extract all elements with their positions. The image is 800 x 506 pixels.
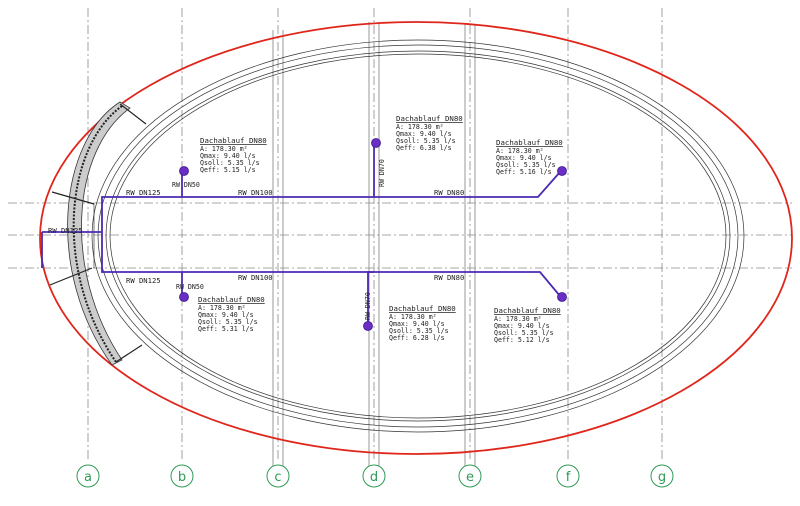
- drain-2-title: Dachablauf DN80: [396, 114, 463, 123]
- drain-4-qmax: Qmax: 9.40 l/s: [198, 311, 254, 319]
- axis-bubble-f: f: [556, 464, 580, 488]
- drain-1-area: A: 178.30 m²: [200, 145, 248, 153]
- facade-hatch-detail: [72, 105, 123, 363]
- pipe-label-upper-mid: RW DN100: [238, 188, 273, 197]
- axis-bubble-a: a: [76, 464, 100, 488]
- drain-marker-1: [179, 166, 189, 176]
- drain-info-4: Dachablauf DN80 A: 178.30 m² Qmax: 9.40 …: [198, 295, 265, 333]
- axis-label-b: b: [178, 470, 186, 485]
- axis-bubble-e: e: [458, 464, 482, 488]
- drain-2-qmax: Qmax: 9.40 l/s: [396, 130, 452, 138]
- drain-5-qsoll: Qsoll: 5.35 l/s: [389, 327, 449, 335]
- lower-main-pipe: [101, 232, 561, 297]
- axis-label-a: a: [84, 470, 92, 485]
- drain-4-qsoll: Qsoll: 5.35 l/s: [198, 318, 258, 326]
- pipe-label-lower-mid: RW DN100: [238, 273, 273, 282]
- drain-1-title: Dachablauf DN80: [200, 136, 267, 145]
- drain-marker-6: [557, 292, 567, 302]
- drain-marker-2: [371, 138, 381, 148]
- drain-6-area: A: 178.30 m²: [494, 315, 542, 323]
- drain-4-qeff: Qeff: 5.31 l/s: [198, 325, 254, 333]
- facade-hatch-band: [67, 101, 131, 366]
- pipe-label-upper-right: RW DN80: [434, 188, 464, 197]
- drain-info-6: Dachablauf DN80 A: 178.30 m² Qmax: 9.40 …: [494, 306, 561, 344]
- roof-inner-rings: [91, 39, 745, 433]
- pipe-labels: RW DN125 RW DN125 RW DN100 RW DN80 RW DN…: [48, 159, 464, 320]
- drain-4-title: Dachablauf DN80: [198, 295, 265, 304]
- drain-6-qmax: Qmax: 9.40 l/s: [494, 322, 550, 330]
- axis-bubble-c: c: [266, 464, 290, 488]
- drain-info-3: Dachablauf DN80 A: 178.30 m² Qmax: 9.40 …: [496, 138, 563, 176]
- drain-6-qsoll: Qsoll: 5.35 l/s: [494, 329, 554, 337]
- drain-5-area: A: 178.30 m²: [389, 313, 437, 321]
- drain-1-qsoll: Qsoll: 5.35 l/s: [200, 159, 260, 167]
- drain-3-area: A: 178.30 m²: [496, 147, 544, 155]
- pipe-label-upper-left: RW DN125: [126, 188, 161, 197]
- drainage-pipes: [41, 144, 561, 326]
- axis-label-c: c: [274, 470, 281, 485]
- grid-axis-bubbles: a b c d e f g: [76, 464, 674, 488]
- axis-label-f: f: [566, 470, 571, 485]
- upper-main-pipe: [101, 171, 561, 232]
- pipe-label-branch-b-top: RW DN50: [172, 181, 200, 189]
- axis-label-d: d: [370, 470, 378, 485]
- drain-marker-3: [557, 166, 567, 176]
- drain-info-1: Dachablauf DN80 A: 178.30 m² Qmax: 9.40 …: [200, 136, 267, 174]
- drain-2-qsoll: Qsoll: 5.35 l/s: [396, 137, 456, 145]
- drain-3-qmax: Qmax: 9.40 l/s: [496, 154, 552, 162]
- branch-d-bottom-pipe: [367, 271, 374, 326]
- drain-3-title: Dachablauf DN80: [496, 138, 563, 147]
- pipe-label-branch-d-bottom: RW DN70: [364, 292, 372, 320]
- axis-bubble-b: b: [170, 464, 194, 488]
- pipe-label-left-main: RW DN125: [48, 226, 83, 235]
- pipe-label-lower-left: RW DN125: [126, 276, 161, 285]
- drain-6-qeff: Qeff: 5.12 l/s: [494, 336, 550, 344]
- left-structure: [49, 103, 147, 363]
- axis-label-g: g: [658, 470, 666, 485]
- axis-label-e: e: [466, 470, 474, 485]
- drain-3-qsoll: Qsoll: 5.35 l/s: [496, 161, 556, 169]
- drain-marker-4: [179, 292, 189, 302]
- drain-5-qeff: Qeff: 6.28 l/s: [389, 334, 445, 342]
- drain-2-area: A: 178.30 m²: [396, 123, 444, 131]
- drain-3-qeff: Qeff: 5.16 l/s: [496, 168, 552, 176]
- drain-1-qmax: Qmax: 9.40 l/s: [200, 152, 256, 160]
- pipe-label-branch-b-bottom: RW DN50: [176, 283, 204, 291]
- drain-2-qeff: Qeff: 6.38 l/s: [396, 144, 452, 152]
- drain-info-2: Dachablauf DN80 A: 178.30 m² Qmax: 9.40 …: [396, 114, 463, 152]
- pipe-label-branch-d-top: RW DN70: [378, 159, 386, 187]
- drain-1-qeff: Qeff: 5.15 l/s: [200, 166, 256, 174]
- roof-drains: [179, 138, 567, 331]
- drain-info-5: Dachablauf DN80 A: 178.30 m² Qmax: 9.40 …: [389, 304, 456, 342]
- structural-lines: [272, 22, 476, 478]
- drain-4-area: A: 178.30 m²: [198, 304, 246, 312]
- drain-6-title: Dachablauf DN80: [494, 306, 561, 315]
- pipe-label-lower-right: RW DN80: [434, 273, 464, 282]
- horizontal-grid-lines: [8, 202, 792, 269]
- drain-5-qmax: Qmax: 9.40 l/s: [389, 320, 445, 328]
- roof-outline: [39, 21, 793, 455]
- axis-bubble-g: g: [650, 464, 674, 488]
- axis-bubble-d: d: [362, 464, 386, 488]
- drain-5-title: Dachablauf DN80: [389, 304, 456, 313]
- drain-marker-5: [363, 321, 373, 331]
